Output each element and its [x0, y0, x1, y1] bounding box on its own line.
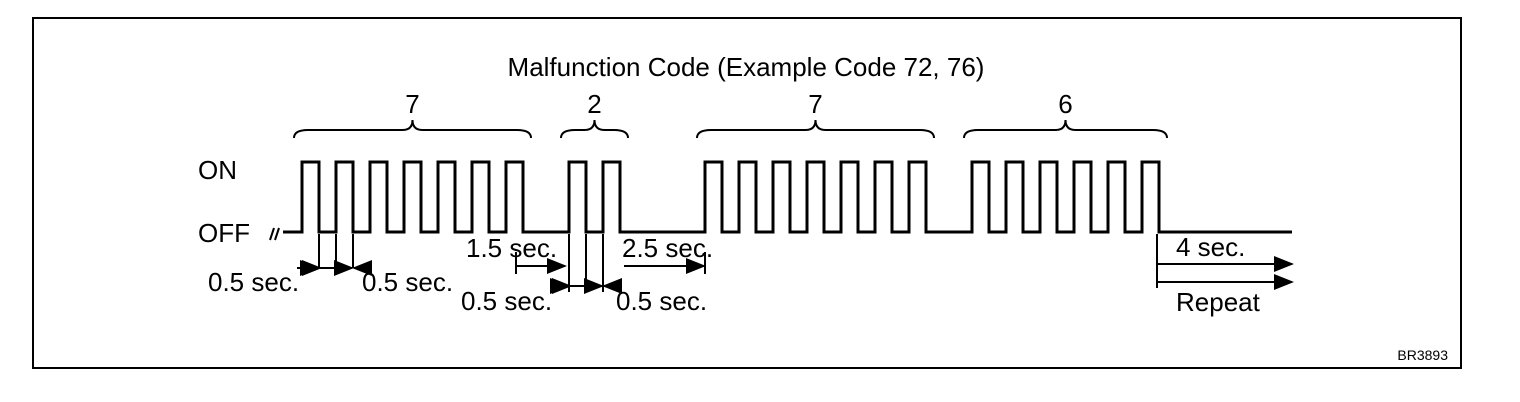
- repeat-gap-label: 4 sec.: [1176, 232, 1245, 262]
- digit-brace: [696, 119, 935, 139]
- pulse-off-duration-label: 0.5 sec.: [362, 267, 453, 297]
- digit-brace: [963, 119, 1168, 139]
- pulse-off-duration-label-2: 0.5 sec.: [616, 286, 707, 316]
- repeat-label: Repeat: [1176, 287, 1261, 317]
- on-state-label: ON: [198, 155, 237, 185]
- pulse-on-duration-label-2: 0.5 sec.: [461, 286, 552, 316]
- pulse-waveform: [283, 160, 1292, 234]
- diagram-frame: [32, 17, 1462, 369]
- digit-brace: [560, 119, 629, 139]
- code-gap-label: 2.5 sec.: [622, 233, 713, 263]
- timing-annotations: [297, 234, 1294, 294]
- digit-gap-label: 1.5 sec.: [466, 233, 557, 263]
- off-state-label: OFF: [198, 218, 250, 248]
- digit-braces: 7 2 7 6: [293, 89, 1168, 139]
- digit-label: 2: [587, 89, 601, 119]
- digit-label: 7: [405, 89, 419, 119]
- diagram-title: Malfunction Code (Example Code 72, 76): [508, 52, 985, 82]
- digit-label: 6: [1058, 89, 1072, 119]
- line-break-mark: [269, 227, 280, 241]
- figure-id: BR3893: [1397, 347, 1448, 363]
- digit-label: 7: [808, 89, 822, 119]
- pulse-on-duration-label: 0.5 sec.: [208, 267, 299, 297]
- digit-brace: [293, 119, 532, 139]
